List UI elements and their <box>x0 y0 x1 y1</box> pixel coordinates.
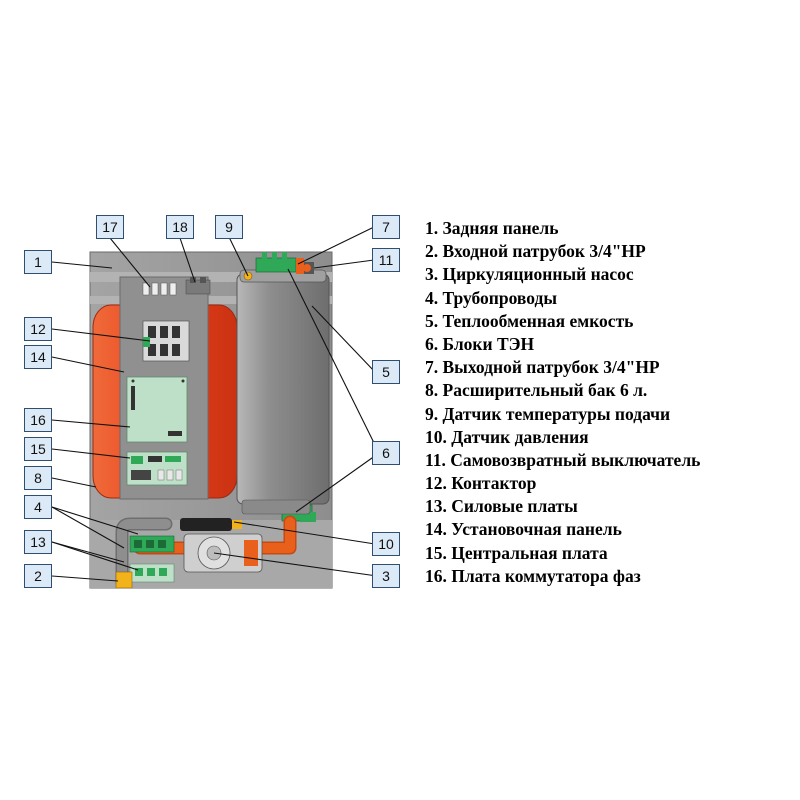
callout-6: 6 <box>372 441 400 465</box>
pressure-sensor <box>180 518 242 531</box>
phase-switch-board <box>126 376 188 443</box>
callout-9: 9 <box>215 215 243 239</box>
callout-10: 10 <box>372 532 400 556</box>
central-board <box>126 451 188 486</box>
legend-item: 5. Теплообменная емкость <box>425 310 634 331</box>
inlet-pipe <box>115 571 133 589</box>
callout-7: 7 <box>372 215 400 239</box>
heating-element-top <box>255 252 297 273</box>
legend-item: 14. Установочная панель <box>425 519 622 540</box>
callout-2: 2 <box>24 564 52 588</box>
legend-item: 2. Входной патрубок 3/4"НР <box>425 241 646 262</box>
callout-17: 17 <box>96 215 124 239</box>
legend-item: 4. Трубопроводы <box>425 287 558 308</box>
callout-13: 13 <box>24 530 52 554</box>
callout-14: 14 <box>24 345 52 369</box>
legend-item: 9. Датчик температуры подачи <box>425 403 671 424</box>
callout-4: 4 <box>24 495 52 519</box>
legend-item: 12. Контактор <box>425 473 537 494</box>
legend-item: 8. Расширительный бак 6 л. <box>425 380 648 401</box>
callout-12: 12 <box>24 317 52 341</box>
circulation-pump <box>183 533 263 573</box>
callout-16: 16 <box>24 408 52 432</box>
callout-18: 18 <box>166 215 194 239</box>
callout-5: 5 <box>372 360 400 384</box>
legend-item: 7. Выходной патрубок 3/4"НР <box>425 357 660 378</box>
legend-item: 10. Датчик давления <box>425 426 589 447</box>
legend-item: 13. Силовые платы <box>425 496 578 517</box>
legend-item: 6. Блоки ТЭН <box>425 333 535 354</box>
legend-item: 11. Самовозвратный выключатель <box>425 449 701 470</box>
callout-1: 1 <box>24 250 52 274</box>
leader-lines <box>51 226 380 582</box>
legend-item: 16. Плата коммутатора фаз <box>425 565 641 586</box>
heat-exchanger-bottom-cap <box>241 499 311 515</box>
back-panel-rail <box>90 296 332 304</box>
contactor <box>142 320 190 362</box>
callout-15: 15 <box>24 437 52 461</box>
legend-item: 1. Задняя панель <box>425 218 559 238</box>
legend-item: 3. Циркуляционный насос <box>425 264 634 285</box>
callout-3: 3 <box>372 564 400 588</box>
power-boards <box>129 535 175 583</box>
cable-gland <box>185 277 211 295</box>
callout-11: 11 <box>372 248 400 272</box>
back-panel-rail <box>90 272 332 282</box>
legend-list: 1. Задняя панель 2. Входной патрубок 3/4… <box>425 217 700 588</box>
callout-8: 8 <box>24 466 52 490</box>
legend-item: 15. Центральная плата <box>425 542 608 563</box>
heat-exchanger <box>236 273 330 505</box>
outlet-pipe <box>296 258 304 274</box>
terminal-blocks <box>142 282 177 296</box>
